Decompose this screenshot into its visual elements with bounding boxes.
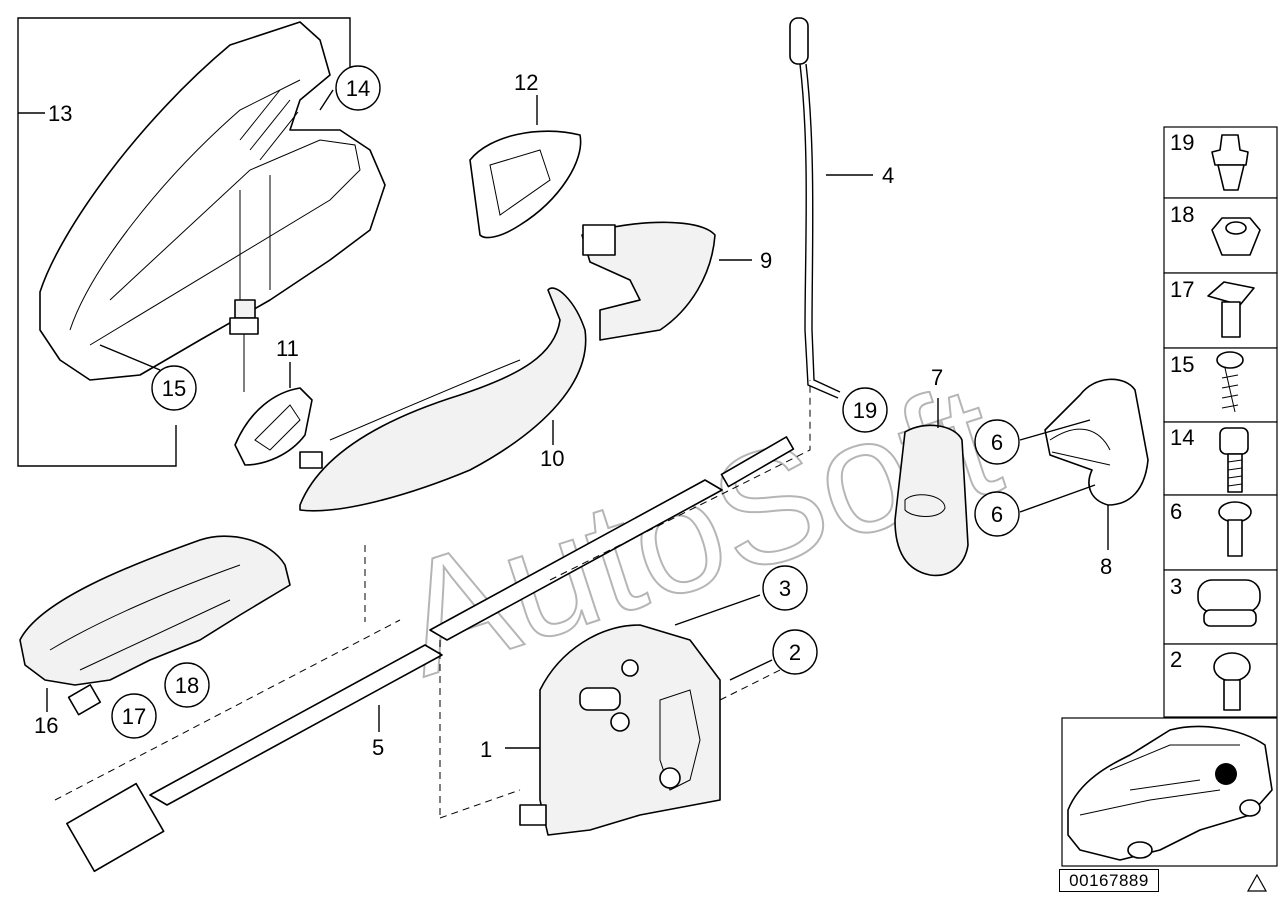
svg-text:14: 14 [346, 76, 370, 101]
part-13-group [17, 17, 386, 467]
callout-15: 15 [151, 365, 197, 411]
svg-text:17: 17 [122, 704, 146, 729]
grommet-icon [1197, 579, 1261, 627]
part-16-carrier [19, 535, 291, 686]
legend-label-17: 17 [1170, 277, 1194, 302]
fastener-legend: 19 18 17 15 14 6 3 2 [1163, 126, 1278, 718]
car-location-thumbnail [1061, 717, 1278, 867]
svg-text:3: 3 [779, 576, 791, 601]
label-9: 9 [760, 248, 772, 273]
part-1-lock [539, 624, 721, 836]
part-10-handle [299, 287, 587, 512]
callout-6b: 6 [974, 491, 1020, 537]
legend-label-2: 2 [1170, 647, 1182, 672]
svg-text:2: 2 [789, 640, 801, 665]
reference-number: 00167889 [1059, 869, 1159, 892]
part-8-striker [1044, 378, 1149, 506]
legend-label-19: 19 [1170, 130, 1194, 155]
part-7-plate [894, 424, 969, 577]
legend-label-3: 3 [1170, 574, 1182, 599]
label-1: 1 [480, 737, 492, 762]
part-5-rods [66, 436, 795, 873]
callout-14: 14 [335, 65, 381, 111]
callout-17: 17 [111, 693, 157, 739]
label-10: 10 [540, 446, 564, 471]
part-12-cover [469, 130, 582, 239]
svg-text:18: 18 [175, 673, 199, 698]
label-11: 11 [276, 336, 299, 361]
warning-triangle-icon [1246, 873, 1268, 892]
nut-icon [1211, 217, 1261, 256]
callout-18: 18 [164, 662, 210, 708]
label-4: 4 [882, 163, 894, 188]
callout-3: 3 [762, 565, 808, 611]
flange-bolt-icon [1213, 652, 1251, 711]
callout-2: 2 [772, 629, 818, 675]
legend-label-18: 18 [1170, 202, 1194, 227]
torx-bolt-icon [1218, 501, 1252, 557]
legend-label-6: 6 [1170, 499, 1182, 524]
location-marker [1215, 763, 1237, 785]
handle-carrier-part [39, 21, 386, 381]
svg-text:6: 6 [991, 430, 1003, 455]
label-16: 16 [34, 713, 58, 738]
legend-label-14: 14 [1170, 425, 1194, 450]
clip-icon [1211, 134, 1249, 191]
callout-6a: 6 [974, 419, 1020, 465]
label-13: 13 [48, 101, 72, 126]
svg-text:15: 15 [162, 376, 186, 401]
label-7: 7 [931, 365, 943, 390]
part-11-insert [234, 387, 313, 466]
square-bolt-icon [1207, 281, 1255, 338]
svg-text:6: 6 [991, 502, 1003, 527]
part-4-rod [789, 17, 873, 399]
label-8: 8 [1100, 554, 1112, 579]
socket-bolt-icon [1219, 427, 1249, 493]
callout-19: 19 [842, 387, 888, 433]
svg-text:19: 19 [853, 398, 877, 423]
label-5: 5 [372, 735, 384, 760]
label-12: 12 [514, 70, 538, 95]
screw-icon [1216, 351, 1244, 413]
legend-label-15: 15 [1170, 352, 1194, 377]
